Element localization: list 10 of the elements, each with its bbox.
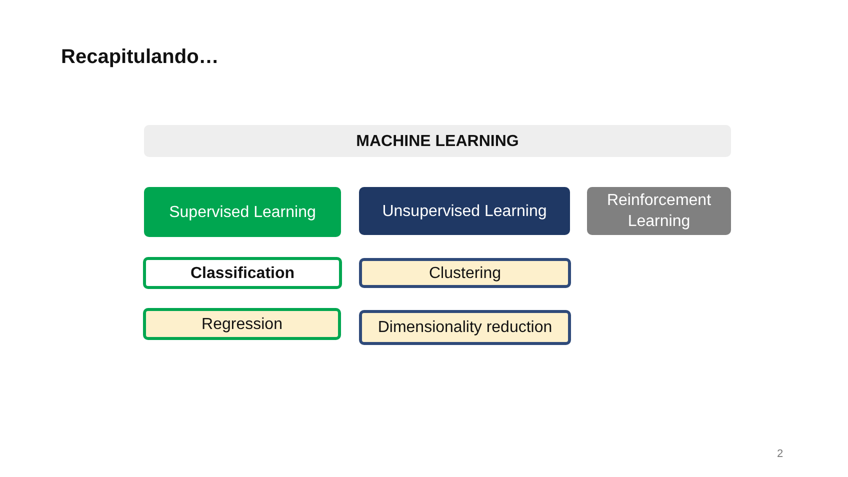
task-box: Dimensionality reduction	[359, 310, 571, 345]
slide-title: Recapitulando…	[61, 46, 219, 69]
category-box: Supervised Learning	[144, 187, 341, 237]
task-box: Regression	[143, 308, 341, 340]
heading-band: MACHINE LEARNING	[144, 125, 731, 157]
page-number: 2	[777, 448, 784, 460]
category-box: Reinforcement Learning	[587, 187, 731, 235]
category-box: Unsupervised Learning	[359, 187, 570, 235]
task-box: Classification	[143, 257, 342, 289]
task-box: Clustering	[359, 258, 571, 288]
